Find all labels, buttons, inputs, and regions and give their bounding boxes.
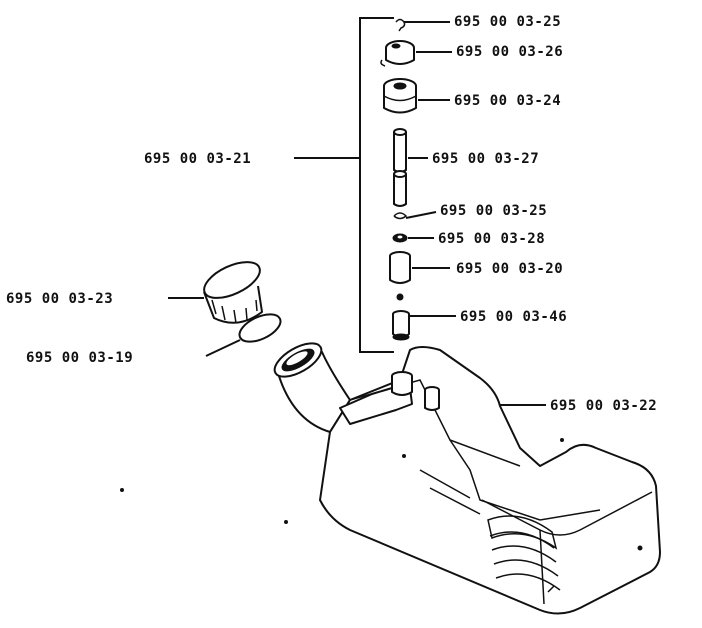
label-part-03-28: 695 00 03-28 <box>438 231 545 247</box>
label-part-03-24: 695 00 03-24 <box>454 93 561 109</box>
part-03-27-hose <box>393 128 407 207</box>
label-part-03-22: 695 00 03-22 <box>550 398 657 414</box>
speck <box>120 488 124 492</box>
leader-lines <box>168 21 546 406</box>
label-part-03-27: 695 00 03-27 <box>432 151 539 167</box>
label-part-03-25-mid: 695 00 03-25 <box>440 203 547 219</box>
part-03-25-mid-clip <box>393 212 408 220</box>
assembly-bracket <box>294 17 394 353</box>
part-03-28-washer <box>392 233 408 243</box>
part-03-19-gasket <box>238 313 282 343</box>
label-part-03-19: 695 00 03-19 <box>26 350 133 366</box>
label-part-03-23: 695 00 03-23 <box>6 291 113 307</box>
part-03-25-top-clip <box>395 18 406 32</box>
label-part-03-20: 695 00 03-20 <box>456 261 563 277</box>
part-03-22-fuel-tank <box>273 342 661 615</box>
part-03-46-valve <box>392 293 410 341</box>
part-03-24-filter <box>383 78 417 114</box>
part-03-26-vent-cap <box>380 40 415 67</box>
label-part-03-26: 695 00 03-26 <box>456 44 563 60</box>
part-03-23-filler-cap <box>203 261 263 324</box>
speck <box>284 520 288 524</box>
label-part-03-25-top: 695 00 03-25 <box>454 14 561 30</box>
part-03-20-sleeve <box>389 251 411 284</box>
label-part-03-46: 695 00 03-46 <box>460 309 567 325</box>
label-part-03-21: 695 00 03-21 <box>144 151 251 167</box>
